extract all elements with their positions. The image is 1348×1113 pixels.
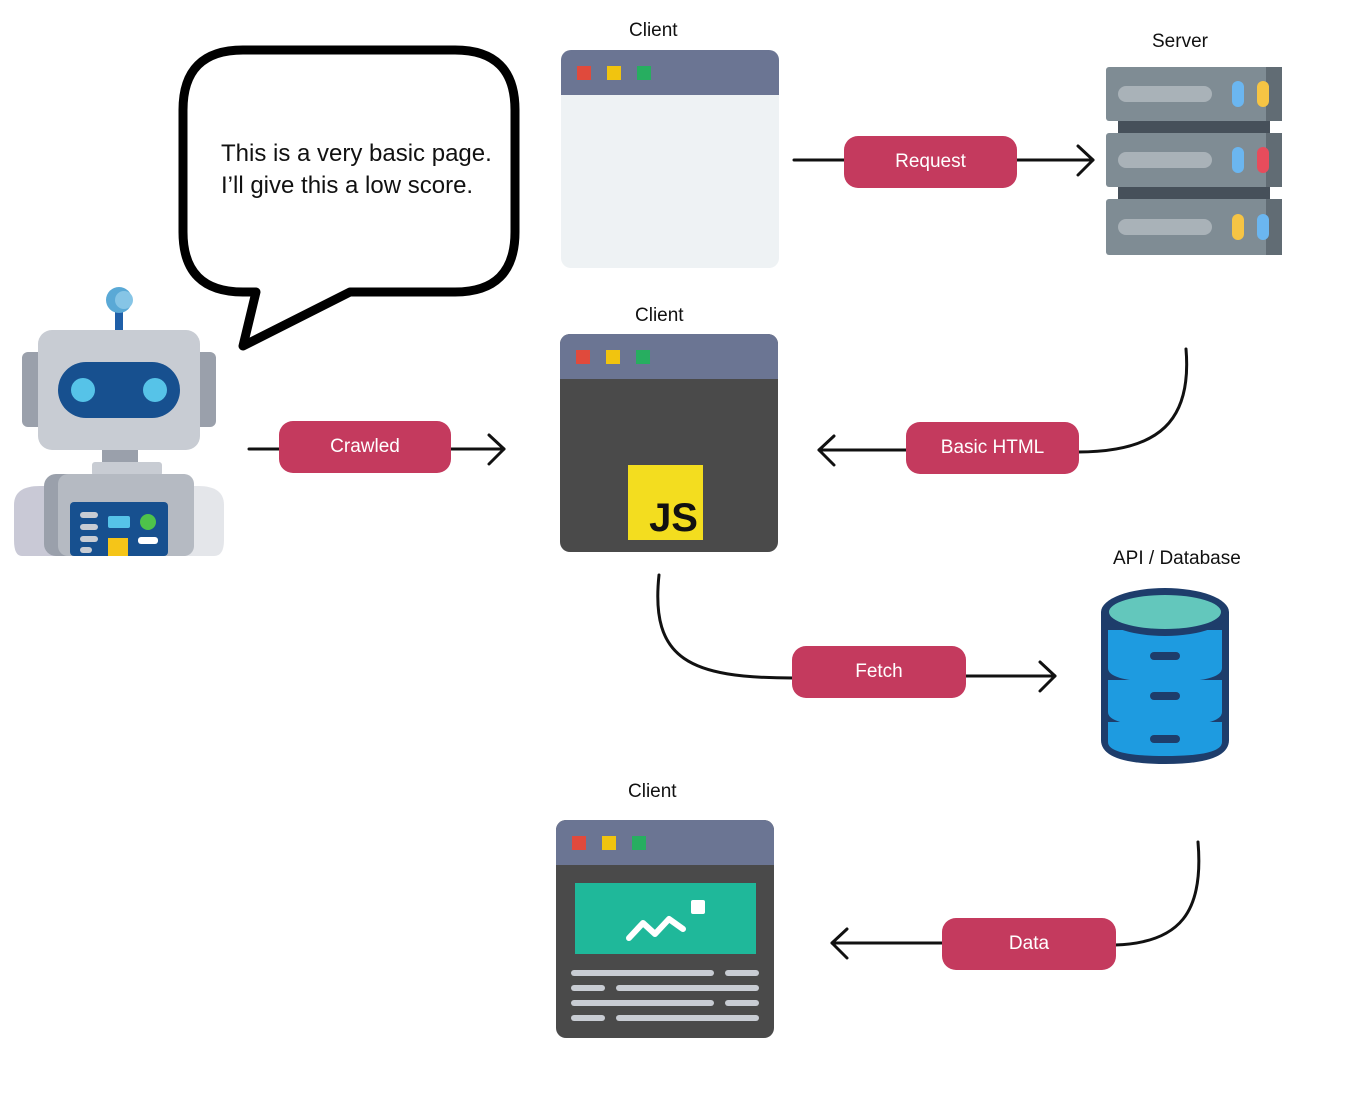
data-curve [1113, 840, 1201, 947]
speech-bubble-text: This is a very basic page. I’ll give thi… [221, 138, 492, 202]
javascript-logo-icon: JS [628, 465, 703, 540]
window-title-bar [556, 820, 774, 865]
client-middle-caption: Client [635, 305, 684, 326]
fetch-arrowhead [1038, 660, 1057, 693]
image-icon [626, 900, 705, 941]
data-label: Data [942, 918, 1116, 970]
basic-html-label: Basic HTML [906, 422, 1079, 474]
client-top-window [561, 50, 779, 268]
basic-html-arrowhead [817, 434, 836, 467]
client-top-caption: Client [629, 20, 678, 41]
fetch-curve [656, 573, 795, 680]
close-dot-icon [576, 350, 590, 364]
close-dot-icon [577, 66, 591, 80]
maximize-dot-icon [632, 836, 646, 850]
js-badge-text: JS [649, 496, 698, 540]
crawled-arrowhead [487, 433, 506, 466]
speech-bubble-line-1: This is a very basic page. [221, 140, 492, 167]
server-caption: Server [1152, 31, 1208, 52]
minimize-dot-icon [602, 836, 616, 850]
request-label: Request [844, 136, 1017, 188]
request-arrowhead [1076, 144, 1095, 177]
minimize-dot-icon [606, 350, 620, 364]
fetch-label: Fetch [792, 646, 966, 698]
maximize-dot-icon [636, 350, 650, 364]
client-bottom-window [556, 820, 774, 1038]
close-dot-icon [572, 836, 586, 850]
data-arrowhead [830, 927, 849, 960]
maximize-dot-icon [637, 66, 651, 80]
client-bottom-caption: Client [628, 781, 677, 802]
speech-bubble-line-2: I’ll give this a low score. [221, 172, 474, 199]
window-title-bar [561, 50, 779, 95]
minimize-dot-icon [607, 66, 621, 80]
image-placeholder [575, 883, 756, 954]
basic-html-curve [1076, 347, 1189, 454]
api-database-caption: API / Database [1113, 548, 1241, 569]
crawled-label: Crawled [279, 421, 451, 473]
window-title-bar [560, 334, 778, 379]
client-middle-window: JS [560, 334, 778, 552]
